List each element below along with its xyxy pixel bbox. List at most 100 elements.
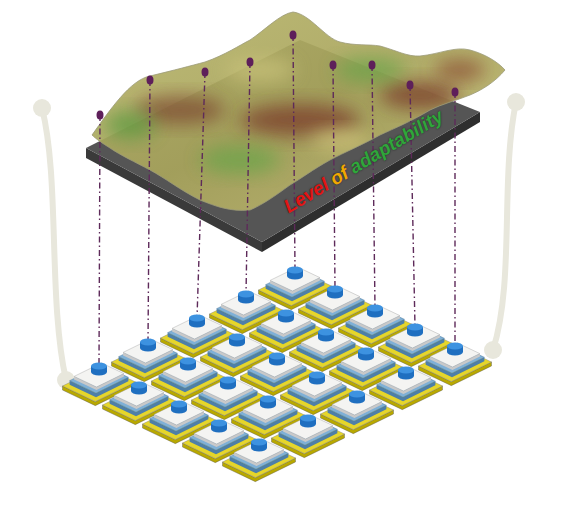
projection-line [148,80,150,342]
module-cylinder-top [358,348,374,355]
module-board [341,348,391,372]
surface-point [330,61,337,70]
projection-line [99,115,100,366]
module-cylinder-top [171,401,187,408]
surface-patch [310,130,370,150]
surface-patch [105,111,155,139]
module-cylinder-bottom [229,340,245,347]
module-cylinder-bottom [309,378,325,385]
module-board [123,339,173,363]
module-board [252,353,302,377]
projection-line [372,65,375,308]
surface-point [147,76,154,85]
surface-point [369,61,376,70]
module-cylinder-bottom [327,292,343,299]
module-board [194,420,244,444]
module-board [301,329,351,353]
surface-patch [335,58,405,82]
module-cylinder-bottom [189,321,205,328]
module-cylinder-top [398,367,414,374]
module-cylinder-bottom [398,373,414,380]
module-cylinder-bottom [140,345,156,352]
pillar [493,102,516,350]
module-cylinder-top [349,391,365,398]
module-cylinder-bottom [358,354,374,361]
module-board [203,377,253,401]
adaptability-surface [92,12,505,210]
module-board [430,343,480,367]
module-cylinder-bottom [180,364,196,371]
projection-line [246,62,250,294]
surface-point [97,111,104,120]
surface-patch [225,58,295,82]
module-board [172,315,222,339]
surface-edge [92,12,505,210]
module-board [114,382,164,406]
module-board [74,363,124,387]
surface-point [247,58,254,67]
module-cylinder-top [300,415,316,422]
module-board [261,310,311,334]
module-cylinder-top [251,439,267,446]
module-cylinder-top [447,343,463,350]
module-board [154,401,204,425]
module-board [221,291,271,315]
module-board [350,305,400,329]
module-cylinder-top [189,315,205,322]
module-cylinder-top [287,267,303,274]
module-cylinder-bottom [318,335,334,342]
projection-line [454,92,455,346]
surface-patch [435,60,485,80]
module-cylinder-top [211,420,227,427]
module-board [310,286,360,310]
module-cylinder-top [309,372,325,379]
module-cylinder-bottom [238,297,254,304]
module-board [163,358,213,382]
module-cylinder-top [140,339,156,346]
surface-point [202,68,209,77]
pillar-knob [484,341,502,359]
module-cylinder-bottom [269,359,285,366]
module-cylinder-bottom [349,397,365,404]
module-board [292,372,342,396]
module-cylinder-bottom [278,316,294,323]
sensor-grid [63,267,492,482]
module-cylinder-top [327,286,343,293]
module-board [234,439,284,463]
module-cylinder-bottom [171,407,187,414]
module-cylinder-top [367,305,383,312]
module-cylinder-bottom [91,369,107,376]
module-board [270,267,320,291]
surface-point [452,88,459,97]
module-board [381,367,431,391]
surface-patch [200,146,280,174]
surface-point [290,31,297,40]
module-cylinder-bottom [260,402,276,409]
projection-line [293,35,295,270]
module-cylinder-bottom [447,349,463,356]
module-cylinder-top [407,324,423,331]
module-cylinder-bottom [211,426,227,433]
surface-base [92,12,505,210]
module-cylinder-top [131,382,147,389]
module-cylinder-bottom [251,445,267,452]
module-cylinder-bottom [367,311,383,318]
pillar [42,108,66,380]
projection-lines [99,35,455,366]
pillar-knob [507,93,525,111]
module-cylinder-bottom [220,383,236,390]
surface-point [407,81,414,90]
module-cylinder-bottom [300,421,316,428]
module-board [332,391,382,415]
module-cylinder-bottom [407,330,423,337]
surface-points [97,31,459,120]
module-cylinder-top [238,291,254,298]
module-cylinder-top [229,334,245,341]
projection-line [197,72,205,318]
module-cylinder-top [91,363,107,370]
module-cylinder-top [278,310,294,317]
module-cylinder-top [260,396,276,403]
sensor-module [223,439,296,482]
module-board [243,396,293,420]
